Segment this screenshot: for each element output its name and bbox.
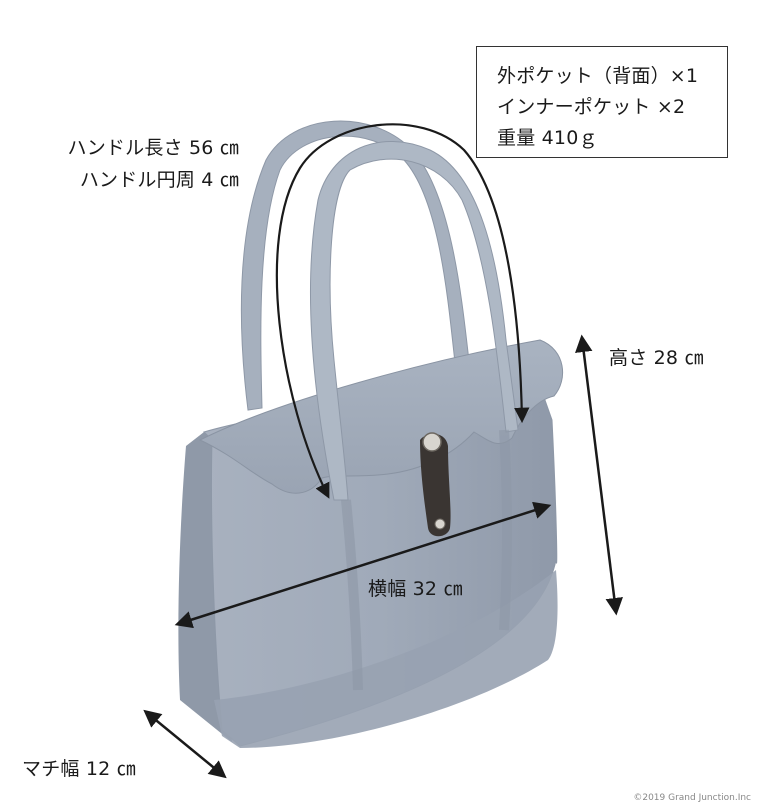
outer-pocket-text: 外ポケット（背面）×1 — [497, 65, 699, 87]
handle-length-arrow — [275, 123, 530, 499]
gusset-arrow — [143, 709, 227, 779]
weight-text: 重量 410ｇ — [497, 127, 598, 149]
width-label: 横幅 32 ㎝ — [368, 578, 463, 600]
bag-bottom-panel — [214, 570, 558, 748]
closure-button-bottom — [434, 518, 446, 530]
height-label: 高さ 28 ㎝ — [609, 347, 704, 369]
gusset-label: マチ幅 12 ㎝ — [22, 758, 136, 780]
width-arrow — [174, 501, 552, 629]
spec-info-box: 外ポケット（背面）×1 インナーポケット ×2 重量 410ｇ — [476, 46, 728, 158]
copyright-text: ©2019 Grand Junction.Inc — [633, 793, 751, 803]
handle-circumference-label: ハンドル円周 4 ㎝ — [79, 169, 239, 191]
height-arrow — [575, 334, 623, 616]
inner-pocket-text: インナーポケット ×2 — [497, 96, 686, 118]
closure-button-top — [422, 432, 442, 452]
front-strap-seam-right — [499, 429, 512, 631]
handle-length-label: ハンドル長さ 56 ㎝ — [67, 137, 239, 159]
